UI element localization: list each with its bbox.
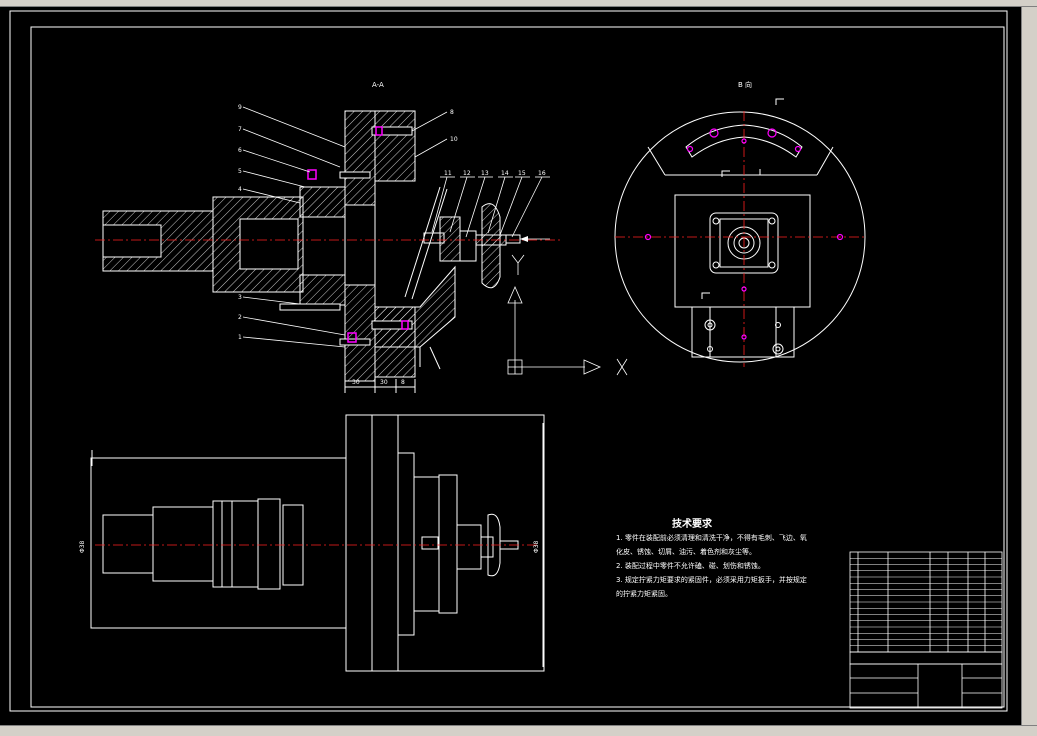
technical-requirement-line-3: 2. 装配过程中零件不允许磕、碰、划伤和锈蚀。 [616,562,765,570]
horizontal-scrollbar[interactable] [0,725,1037,736]
callout-1: 1 [238,334,242,341]
view-b-label: B 向 [738,80,752,89]
left-callout-labels: 9 7 6 5 4 3 2 1 [238,104,242,341]
dim-text-2: 30 [380,379,388,386]
right-leaders [411,111,448,158]
view-b-centerlines [615,111,865,367]
ucs-axis-icon [507,286,628,376]
title-block-rows [850,557,1002,647]
diameter-left: Φ38 [79,540,86,553]
callout-5: 5 [238,168,242,175]
top-leaders [431,176,550,238]
callout-16: 16 [538,170,546,177]
callout-3: 3 [238,294,242,301]
bolt-head-4 [401,320,409,330]
title-block [849,551,1003,709]
callout-11: 11 [444,170,452,177]
bolt-head-1 [307,169,317,180]
callout-9: 9 [238,104,242,111]
callout-6: 6 [238,147,242,154]
bolt-head-3 [375,126,383,136]
callout-12: 12 [463,170,471,177]
technical-requirement-line-4: 3. 规定拧紧力矩要求的紧固件，必须采用力矩扳手，并按规定 [616,576,807,584]
y-symbol [511,254,525,275]
section-aa-label: A-A [372,81,384,89]
top-callout-labels: 11 12 13 14 15 16 [444,170,546,177]
view-b-highlights [644,128,844,340]
cad-drawing: A-A [9,10,1008,712]
vertical-scrollbar[interactable] [1021,7,1037,725]
view-arrow-head [520,236,528,242]
callout-4: 4 [238,186,242,193]
callout-7: 7 [238,126,242,133]
outer-border [9,10,1008,712]
technical-requirement-line-5: 的拧紧力矩紧固。 [616,590,672,598]
inner-border [30,26,1005,708]
window-top-bar [0,0,1037,7]
technical-requirements-title: 技术要求 [672,519,712,530]
callout-2: 2 [238,314,242,321]
technical-requirement-line-1: 1. 零件在装配前必须清理和清洗干净，不得有毛刺、飞边、氧 [616,534,807,542]
dim-text-1: 30 [352,379,360,386]
callout-15: 15 [518,170,526,177]
callout-8: 8 [450,109,454,116]
bottom-view [90,414,545,672]
view-b [614,98,866,363]
callout-14: 14 [501,170,509,177]
left-leaders [242,106,346,348]
bolt-head-2 [347,332,357,343]
technical-requirement-line-2: 化皮、锈蚀、切屑、油污、着色剂和灰尘等。 [616,548,756,556]
cad-drawing-canvas[interactable]: A-A [0,7,1021,725]
dim-text-3: 8 [401,379,405,386]
section-aa-view [102,110,521,393]
diameter-right: Φ38 [533,540,540,553]
callout-10: 10 [450,136,458,143]
callout-13: 13 [481,170,489,177]
